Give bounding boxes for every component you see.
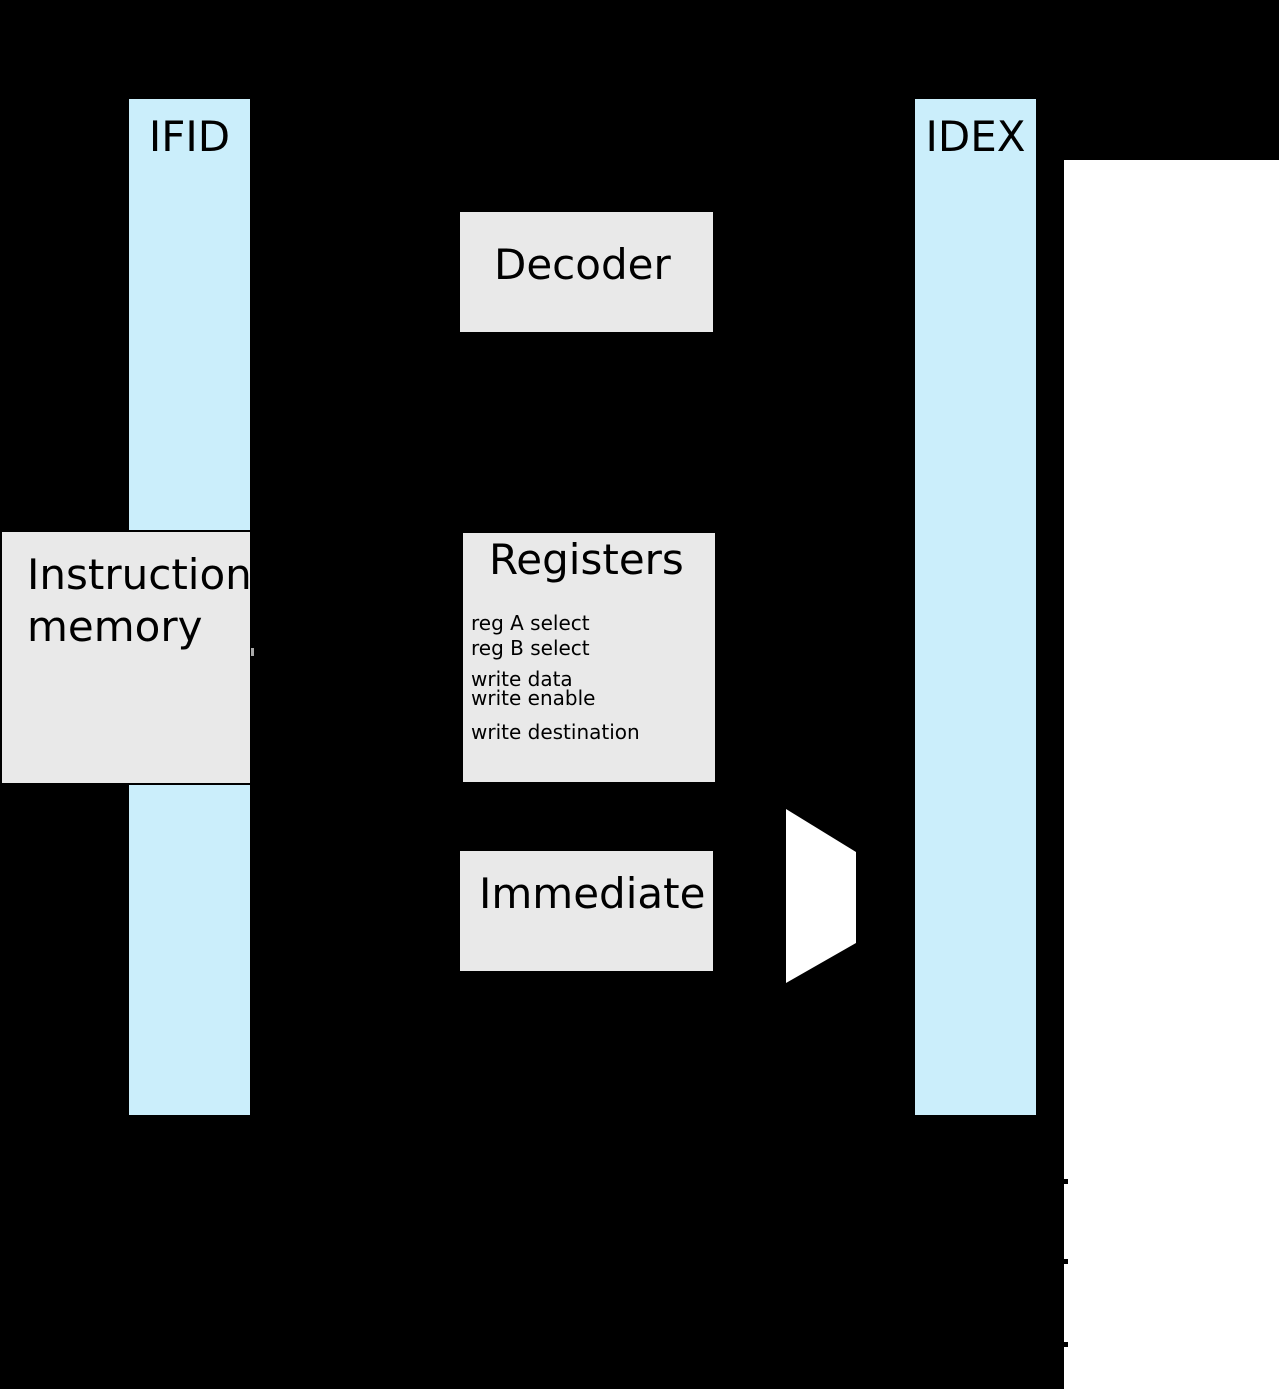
- imem-port-dash: [251, 648, 254, 656]
- port-reg-b-select: reg B select: [471, 636, 590, 660]
- decoder-label: Decoder: [494, 240, 671, 289]
- right-white-panel: [1064, 160, 1279, 1389]
- port-reg-a-select: reg A select: [471, 611, 590, 635]
- immediate-label: Immediate: [479, 869, 706, 918]
- instruction-memory-label: Instruction memory: [27, 550, 252, 651]
- immediate-block: Immediate: [458, 849, 715, 973]
- port-write-destination: write destination: [471, 720, 640, 744]
- instruction-memory-block: Instruction memory: [0, 530, 252, 785]
- port-write-enable: write enable: [471, 686, 596, 710]
- ifid-label: IFID: [148, 112, 231, 161]
- wire-stub: [1064, 1259, 1068, 1264]
- pipeline-register-idex: IDEX: [913, 97, 1038, 1117]
- mux-icon: [786, 809, 856, 983]
- registers-block: Registers reg A select reg B select writ…: [461, 531, 717, 784]
- port-write-data: write data: [471, 667, 573, 691]
- wire-stub: [1064, 1342, 1068, 1347]
- registers-label: Registers: [489, 535, 684, 584]
- decoder-block: Decoder: [458, 210, 715, 334]
- idex-label: IDEX: [925, 112, 1026, 161]
- wire-stub: [1064, 1179, 1068, 1184]
